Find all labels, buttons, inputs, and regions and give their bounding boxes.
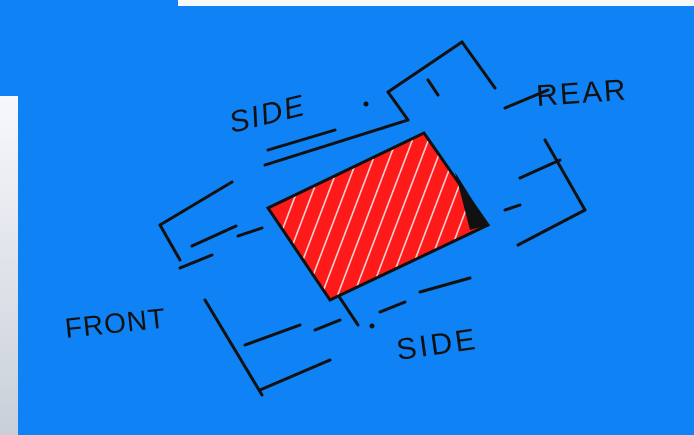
dot-mark-bottom [370, 324, 375, 329]
dot-mark [364, 102, 369, 107]
frame-left-strip [0, 96, 18, 435]
label-rear: REAR [535, 74, 628, 113]
